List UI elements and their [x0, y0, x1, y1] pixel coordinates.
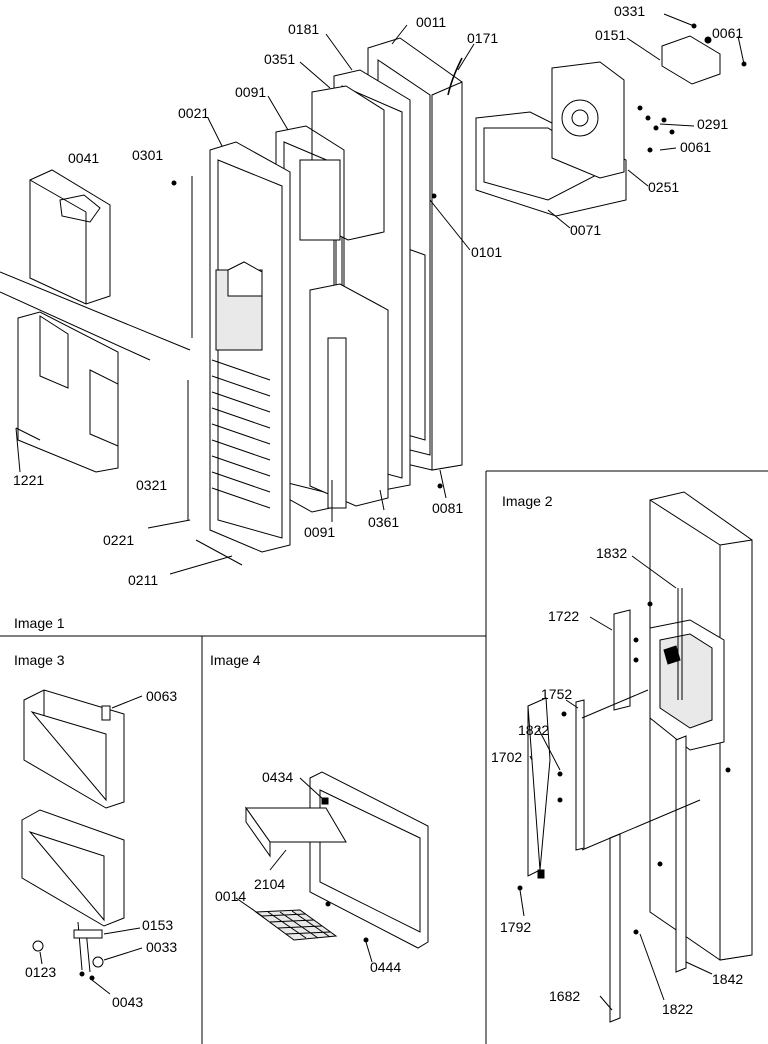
section-label-image1: Image 1 [14, 615, 65, 631]
callout-0041: 0041 [68, 150, 99, 166]
section-dividers [0, 470, 768, 1044]
image1-labels: 0011 0181 0171 0351 0091 0021 0301 0041 … [13, 3, 743, 631]
callout-0123: 0123 [25, 964, 56, 980]
callout-0181: 0181 [288, 21, 319, 37]
callout-0291: 0291 [697, 116, 728, 132]
image2-drawing [517, 491, 753, 1023]
callout-0014: 0014 [215, 888, 246, 904]
image2-screws [517, 601, 731, 935]
callout-1702: 1702 [491, 749, 522, 765]
door-shelves [211, 359, 271, 509]
callout-0081: 0081 [432, 500, 463, 516]
callout-1832: 1832 [596, 545, 627, 561]
callout-0321: 0321 [136, 477, 167, 493]
callout-0221: 0221 [103, 532, 134, 548]
callout-1682: 1682 [549, 988, 580, 1004]
drip-tray-grid [261, 910, 331, 939]
image3-labels: Image 3 0063 0153 0033 0123 0043 [14, 652, 177, 1010]
section-label-image4: Image 4 [210, 652, 261, 668]
callout-0361: 0361 [368, 514, 399, 530]
callout-0251: 0251 [648, 179, 679, 195]
callout-0091-upper: 0091 [235, 84, 266, 100]
callout-1842: 1842 [712, 971, 743, 987]
callout-1822-upper: 1822 [518, 722, 549, 738]
callout-1722: 1722 [548, 608, 579, 624]
callout-0043: 0043 [112, 994, 143, 1010]
callout-0063: 0063 [146, 688, 177, 704]
screws [171, 23, 697, 489]
section-label-image3: Image 3 [14, 652, 65, 668]
callout-2104: 2104 [254, 876, 285, 892]
image3-leaders [39, 695, 143, 995]
image4-drawing [235, 771, 429, 963]
image2-labels: Image 2 1832 1722 1752 1822 1702 1792 18… [491, 493, 743, 1017]
callout-0211: 0211 [128, 572, 158, 588]
image1-drawing [0, 13, 747, 575]
callout-0153: 0153 [142, 917, 173, 933]
callout-0071: 0071 [570, 222, 601, 238]
callout-1221: 1221 [13, 472, 44, 488]
callout-0151: 0151 [595, 27, 626, 43]
section-label-image2: Image 2 [502, 493, 553, 509]
image1-leaders [15, 13, 745, 575]
callout-0351: 0351 [264, 51, 295, 67]
callout-0061-top: 0061 [712, 25, 743, 41]
callout-1822-lower: 1822 [662, 1001, 693, 1017]
callout-0021: 0021 [178, 105, 209, 121]
callout-0011: 0011 [416, 14, 446, 30]
callout-0444: 0444 [370, 959, 401, 975]
callout-0434: 0434 [262, 769, 293, 785]
callout-0061-mid: 0061 [680, 139, 711, 155]
callout-0033: 0033 [146, 939, 177, 955]
callout-0171: 0171 [467, 30, 498, 46]
callout-0301: 0301 [132, 147, 163, 163]
image2-leaders [519, 555, 713, 1011]
image3-drawing [21, 689, 143, 995]
image4-labels: Image 4 0434 2104 0014 0444 [210, 652, 401, 975]
callout-0091-lower: 0091 [304, 524, 335, 540]
callout-1752: 1752 [541, 686, 572, 702]
callout-1792: 1792 [500, 919, 531, 935]
callout-0331: 0331 [614, 3, 645, 19]
callout-0101: 0101 [471, 244, 502, 260]
image4-leaders [235, 777, 373, 963]
